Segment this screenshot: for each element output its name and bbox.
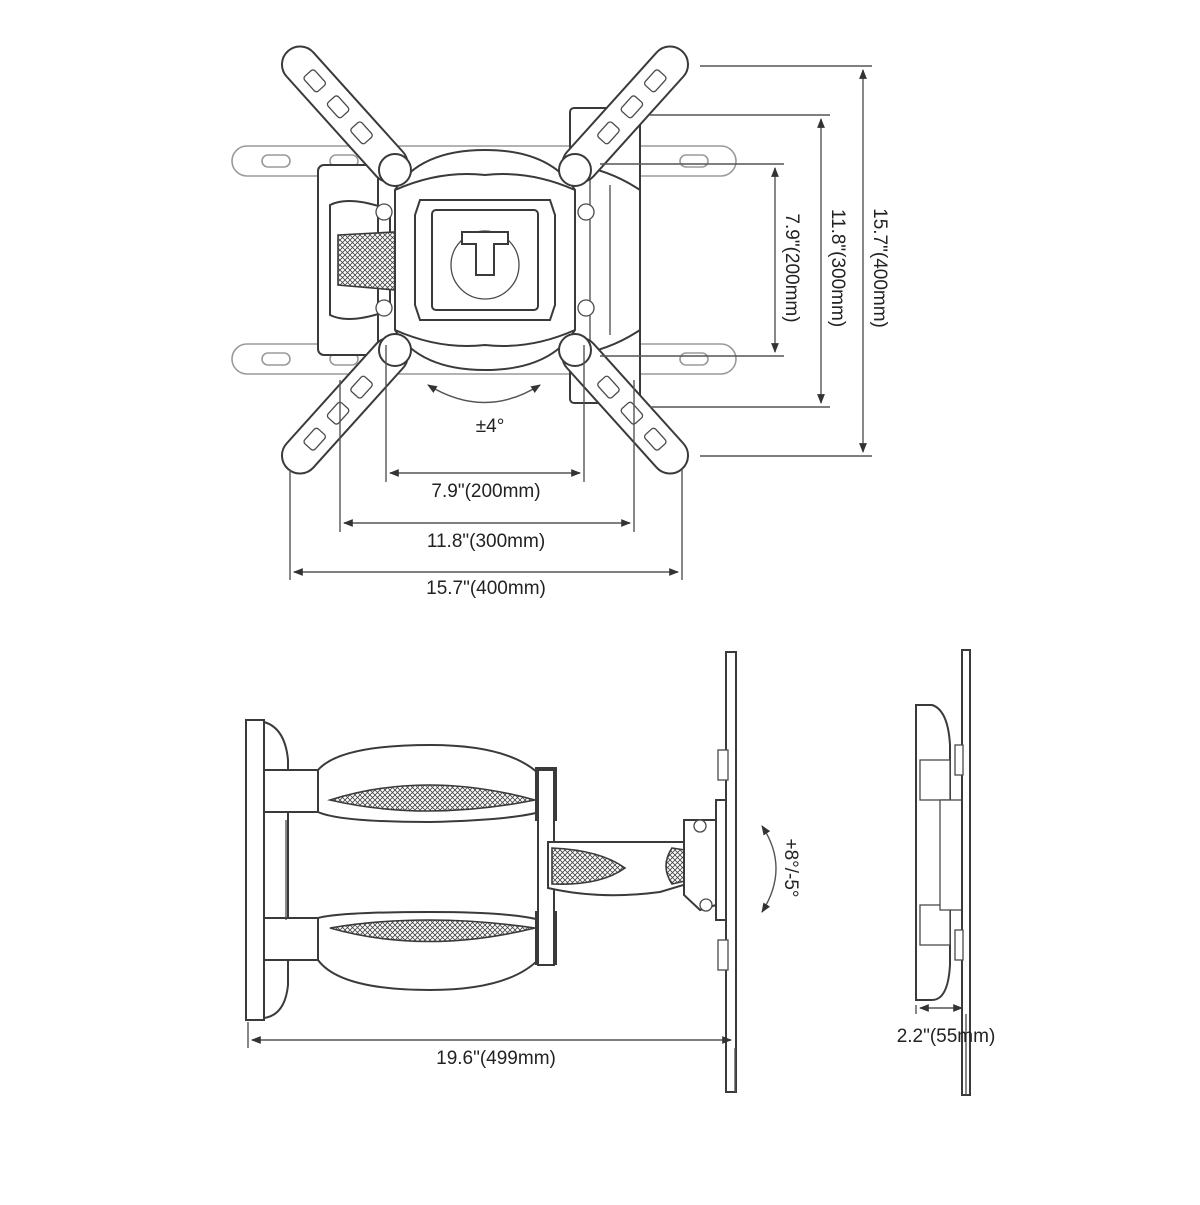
dim-extension: 19.6"(499mm) (436, 1048, 556, 1069)
tilt-arc-side (761, 825, 777, 913)
front-view: ±4° 7.9"(200mm) 11.8"(300mm) 15.7"(400mm… (231, 45, 890, 599)
dim-h-200: 7.9"(200mm) (431, 481, 540, 502)
vesa-plate (375, 148, 595, 372)
profile-view: 2.2"(55mm) (897, 649, 996, 1096)
tilt-label-side: +8°/-5° (780, 838, 801, 897)
forearm (547, 841, 701, 897)
lower-arm (263, 910, 557, 992)
horizontal-dimensions (289, 345, 683, 580)
dim-h-400: 15.7"(400mm) (426, 578, 546, 599)
knuckle-top-left (378, 153, 412, 187)
dim-v-400: 15.7"(400mm) (869, 208, 890, 328)
dim-depth: 2.2"(55mm) (897, 1026, 996, 1047)
dim-v-200: 7.9"(200mm) (781, 213, 802, 322)
dim-v-300: 11.8"(300mm) (827, 209, 848, 327)
rear-arm-assembly (317, 107, 641, 404)
tv-bracket (717, 651, 737, 1093)
tilt-label-front: ±4° (476, 416, 505, 437)
tilt-head (683, 799, 731, 921)
upper-arm (263, 743, 557, 824)
knuckle-bottom-right (558, 333, 592, 367)
knuckle-bottom-left (378, 333, 412, 367)
vertical-dimensions (600, 65, 872, 457)
tilt-arc-front (427, 384, 541, 404)
dim-h-300: 11.8"(300mm) (427, 531, 545, 552)
knuckle-top-right (558, 153, 592, 187)
side-view: +8°/-5° 19.6"(499mm) (245, 651, 801, 1093)
wall-plate (245, 719, 289, 1021)
